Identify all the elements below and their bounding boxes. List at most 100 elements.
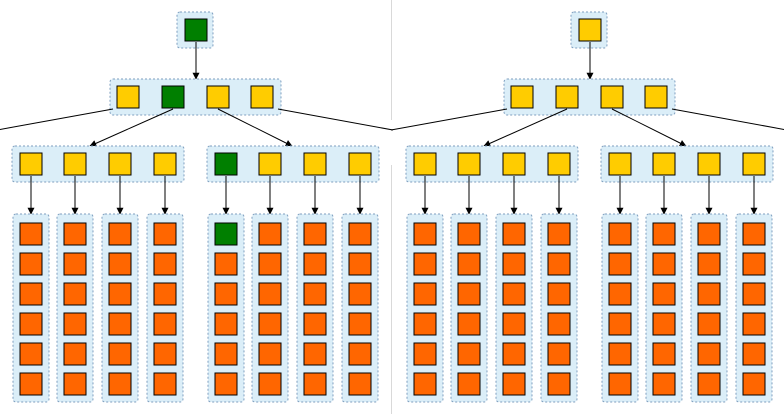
leaf-node [303, 312, 327, 336]
leaf-node [502, 342, 526, 366]
leaf-node [258, 342, 282, 366]
leaf-node [547, 252, 571, 276]
edge-level1-to-level2-right [611, 108, 687, 147]
leaf-node [652, 282, 676, 306]
leaf-node [108, 312, 132, 336]
edge-to-offscreen-right [671, 108, 784, 130]
leaf-node [19, 372, 43, 396]
leaf-node [608, 282, 632, 306]
leaf-node [258, 252, 282, 276]
leaf-node [348, 222, 372, 246]
leaf-node [697, 252, 721, 276]
leaf-node [19, 252, 43, 276]
leaf-node [697, 282, 721, 306]
level2-node [547, 152, 571, 176]
leaf-node [652, 252, 676, 276]
leaf-node [502, 372, 526, 396]
level2-node [652, 152, 676, 176]
level2-node [214, 152, 238, 176]
leaf-node [108, 222, 132, 246]
leaf-node [108, 282, 132, 306]
leaf-node [63, 222, 87, 246]
leaf-node [214, 372, 238, 396]
leaf-node [153, 312, 177, 336]
leaf-node [63, 252, 87, 276]
leaf-node [153, 372, 177, 396]
leaf-node [457, 282, 481, 306]
level2-group [600, 145, 774, 183]
leaf-node [63, 372, 87, 396]
level1-node [555, 85, 579, 109]
leaf-node [19, 282, 43, 306]
leaf-node [214, 312, 238, 336]
leaf-node [413, 312, 437, 336]
leaf-node [348, 252, 372, 276]
leaf-node [652, 372, 676, 396]
leaf-node [108, 372, 132, 396]
leaf-node [214, 282, 238, 306]
level1-node [644, 85, 668, 109]
leaf-node [63, 312, 87, 336]
panel-right-tree [390, 11, 784, 403]
leaf-node [457, 222, 481, 246]
leaf-node [547, 282, 571, 306]
leaf-node [303, 252, 327, 276]
leaf-node [547, 312, 571, 336]
level2-node [108, 152, 132, 176]
level2-node [153, 152, 177, 176]
level1-node [116, 85, 140, 109]
leaf-node [608, 312, 632, 336]
level2-node [413, 152, 437, 176]
leaf-node [348, 282, 372, 306]
level2-node [742, 152, 766, 176]
leaf-node [303, 372, 327, 396]
leaf-node [457, 342, 481, 366]
level1-node [600, 85, 624, 109]
leaf-node [697, 312, 721, 336]
edge-level1-to-level2-left [89, 108, 174, 147]
level1-node [510, 85, 534, 109]
leaf-node [413, 372, 437, 396]
level1-group [109, 78, 282, 116]
leaf-node [608, 372, 632, 396]
leaf-node [108, 252, 132, 276]
leaf-node [19, 312, 43, 336]
leaf-node [502, 252, 526, 276]
leaf-node [652, 312, 676, 336]
leaf-node [19, 342, 43, 366]
leaf-node [258, 282, 282, 306]
edge-to-offscreen-left [390, 108, 508, 131]
root-node [578, 18, 602, 42]
leaf-node [742, 312, 766, 336]
level2-group [206, 145, 380, 183]
level2-group [405, 145, 579, 183]
leaf-node [413, 282, 437, 306]
leaf-node [502, 282, 526, 306]
leaf-node [547, 222, 571, 246]
leaf-node [19, 222, 43, 246]
leaf-node [652, 222, 676, 246]
leaf-node [413, 222, 437, 246]
leaf-node [502, 222, 526, 246]
leaf-node [413, 252, 437, 276]
level1-node [206, 85, 230, 109]
leaf-node [742, 252, 766, 276]
panel-left-tree [0, 11, 394, 403]
level2-node [457, 152, 481, 176]
level2-node [697, 152, 721, 176]
level2-node [63, 152, 87, 176]
leaf-node [258, 222, 282, 246]
leaf-node [413, 342, 437, 366]
leaf-node [153, 222, 177, 246]
leaf-node [153, 342, 177, 366]
leaf-node [547, 342, 571, 366]
leaf-node [502, 312, 526, 336]
leaf-node [348, 312, 372, 336]
level2-node [608, 152, 632, 176]
level2-node [19, 152, 43, 176]
leaf-node [457, 372, 481, 396]
edge-level1-to-level2-left [483, 108, 568, 147]
leaf-node [153, 252, 177, 276]
leaf-node [258, 312, 282, 336]
